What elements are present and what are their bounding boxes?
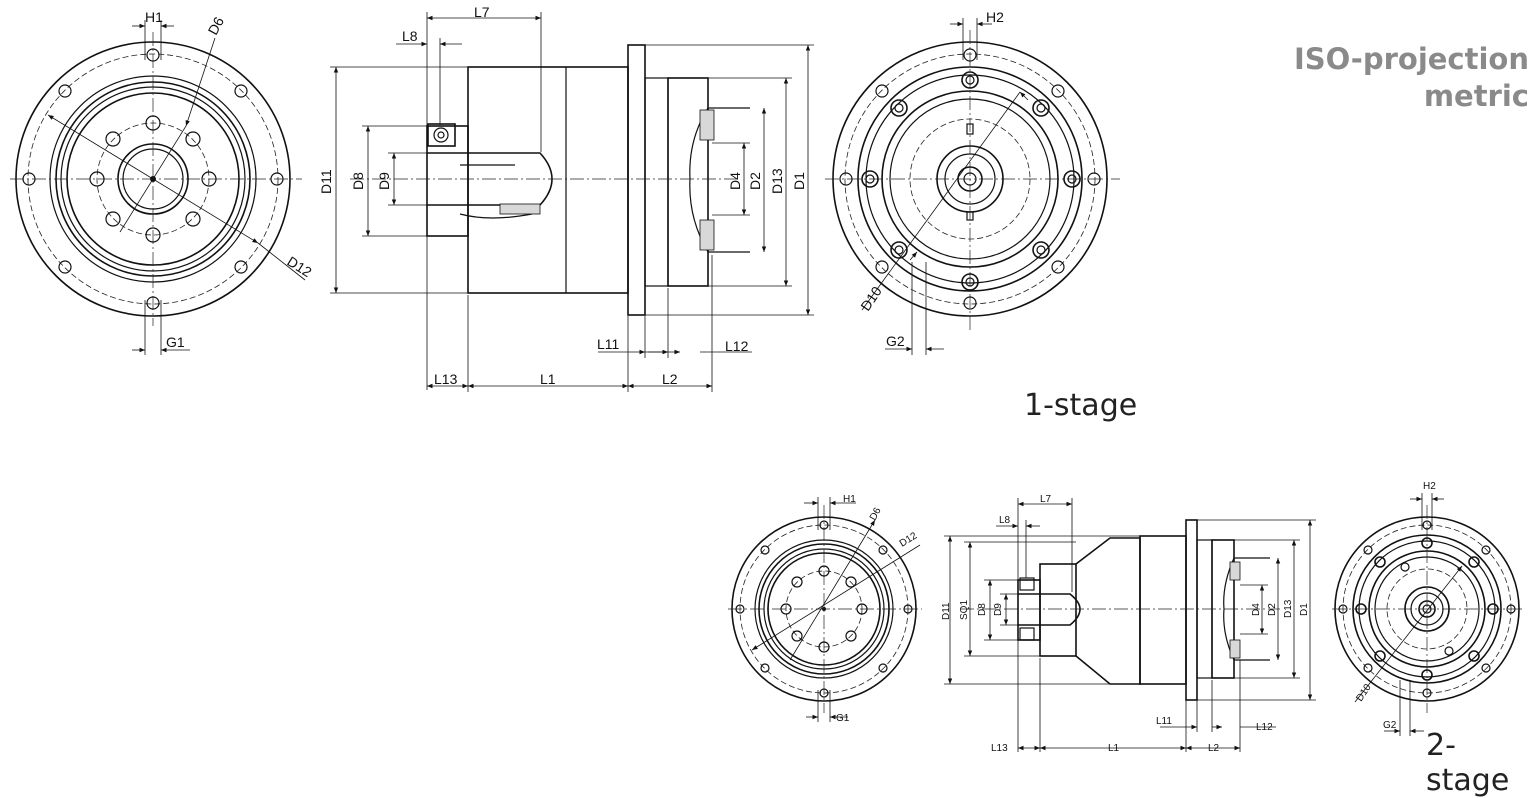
label-d4-2: D4 [1251, 603, 1262, 616]
stage1-input-view [10, 20, 306, 355]
stage1-side-view [330, 12, 814, 392]
label-g1-2: G1 [836, 713, 850, 724]
label-d6-2: D6 [868, 506, 884, 523]
heading-line2: metric [1423, 79, 1529, 113]
label-d2-2: D2 [1267, 603, 1278, 616]
technical-drawing: H1 D6 D12 G1 [10, 4, 1525, 754]
label-d4: D4 [727, 172, 743, 190]
label-h1: H1 [145, 9, 163, 25]
stage2-output-view [1332, 493, 1525, 736]
label-d2: D2 [747, 172, 763, 190]
label-d1-2: D1 [1299, 603, 1310, 616]
label-l13-2: L13 [991, 743, 1008, 754]
label-h2: H2 [986, 9, 1004, 25]
stage2-input-view [728, 497, 922, 722]
label-l1-2: L1 [1108, 743, 1120, 754]
label-l8: L8 [402, 28, 418, 44]
label-d8: D8 [350, 172, 366, 190]
label-l11-2: L11 [1156, 716, 1172, 727]
stage2-side-view [944, 498, 1316, 752]
label-d1: D1 [791, 172, 807, 190]
label-l13: L13 [434, 371, 458, 387]
label-l2-2: L2 [1208, 743, 1220, 754]
label-d10: D10 [857, 283, 885, 313]
label-d9-2: D9 [993, 603, 1004, 616]
label-d11-2: D11 [941, 602, 952, 620]
label-h1-2: H1 [843, 494, 856, 505]
label-d13-2: D13 [1283, 599, 1294, 618]
label-g1: G1 [166, 334, 185, 350]
stage1-caption: 1-stage [1024, 388, 1138, 423]
label-d8-2: D8 [977, 603, 988, 616]
label-l8-2: L8 [999, 515, 1011, 526]
label-l7: L7 [474, 4, 490, 20]
label-d6: D6 [205, 14, 228, 38]
label-h2-2: H2 [1423, 481, 1436, 492]
label-d10-2: D10 [1354, 682, 1374, 704]
label-l12: L12 [725, 338, 749, 354]
heading-line1: ISO-projection [1293, 42, 1529, 76]
label-l7-2: L7 [1040, 494, 1052, 505]
label-l2: L2 [662, 371, 678, 387]
label-g2: G2 [886, 333, 905, 349]
label-d13: D13 [769, 168, 785, 194]
label-l1: L1 [540, 371, 556, 387]
stage1-output-view [825, 18, 1120, 355]
label-d9: D9 [376, 172, 392, 190]
label-l11: L11 [597, 336, 620, 352]
label-l12-2: L12 [1256, 722, 1273, 733]
label-g2-2: G2 [1383, 720, 1397, 731]
label-d12-2: D12 [898, 530, 920, 549]
label-sq1: SQ1 [959, 600, 970, 620]
label-d11: D11 [318, 169, 334, 194]
